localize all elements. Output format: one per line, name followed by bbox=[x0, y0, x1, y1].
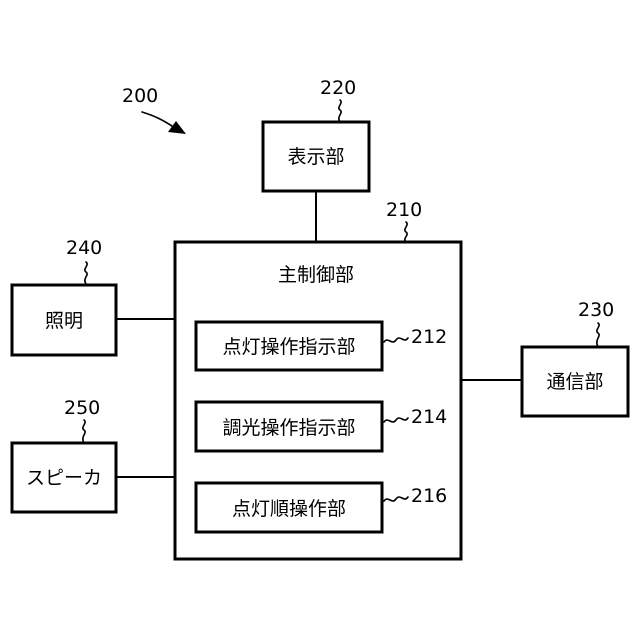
communication-leader bbox=[597, 323, 599, 347]
display-unit-leader bbox=[339, 100, 341, 122]
lighting-sequence-ref: 216 bbox=[411, 485, 447, 507]
lighting-ref: 240 bbox=[66, 237, 102, 259]
main-controller-label: 主制御部 bbox=[278, 264, 354, 286]
communication-ref: 230 bbox=[578, 299, 614, 321]
speaker-leader bbox=[83, 420, 85, 443]
communication-label: 通信部 bbox=[546, 371, 603, 393]
figure-arrowhead bbox=[168, 121, 186, 134]
figure-arrow bbox=[142, 112, 175, 128]
light-on-instruction-label: 点灯操作指示部 bbox=[222, 336, 355, 358]
light-on-instruction-ref: 212 bbox=[411, 326, 447, 348]
main-controller-ref: 210 bbox=[386, 199, 422, 221]
lighting-label: 照明 bbox=[45, 310, 83, 332]
display-unit-ref: 220 bbox=[320, 77, 356, 99]
dimming-instruction-ref: 214 bbox=[411, 406, 447, 428]
speaker-label: スピーカ bbox=[26, 467, 102, 489]
dimming-instruction-label: 調光操作指示部 bbox=[222, 417, 355, 439]
figure-ref-200: 200 bbox=[122, 85, 158, 107]
speaker-ref: 250 bbox=[64, 397, 100, 419]
lighting-sequence-label: 点灯順操作部 bbox=[232, 498, 346, 520]
lighting-leader bbox=[85, 262, 87, 284]
display-unit-label: 表示部 bbox=[287, 146, 344, 168]
main-controller-leader bbox=[405, 222, 407, 242]
